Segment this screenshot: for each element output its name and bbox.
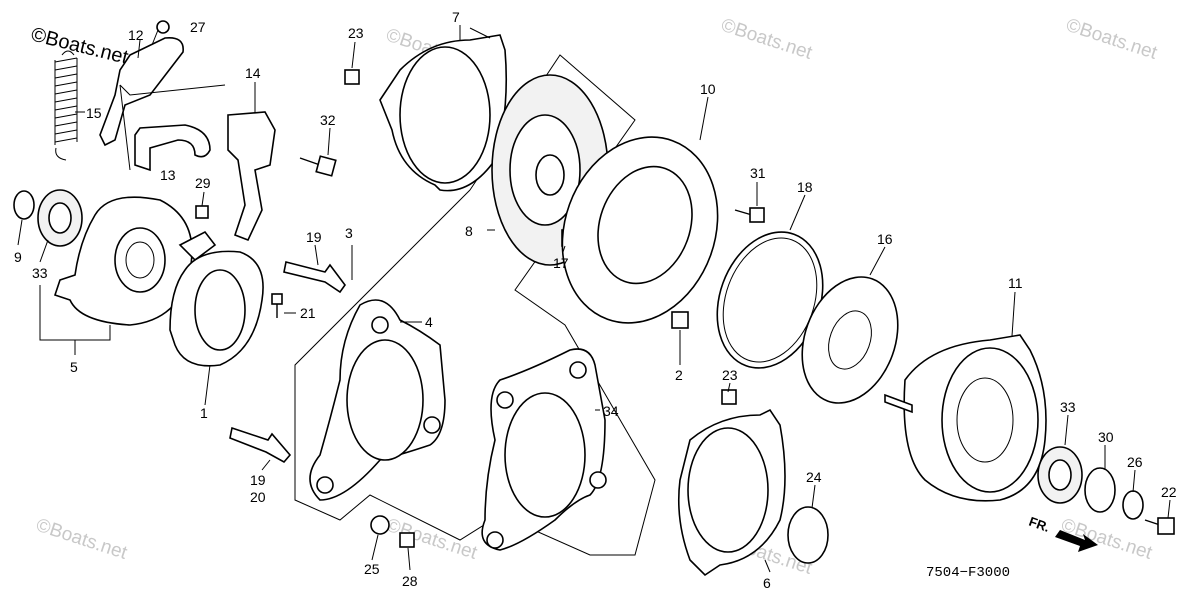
part-27-nut xyxy=(156,20,170,34)
callout-16: 16 xyxy=(877,231,893,247)
part-30-circlip xyxy=(1084,467,1116,513)
callout-22: 22 xyxy=(1161,484,1177,500)
part-23-nut-top xyxy=(344,69,360,85)
callout-3: 3 xyxy=(345,225,353,241)
part-25-washer xyxy=(370,515,390,535)
watermark-faint-3: ©Boats.net xyxy=(1063,15,1160,64)
callout-17: 17 xyxy=(553,255,569,271)
part-11-drum xyxy=(884,334,1047,502)
callout-32: 32 xyxy=(320,112,336,128)
callout-15: 15 xyxy=(86,105,102,121)
callout-5: 5 xyxy=(70,359,78,375)
callout-14: 14 xyxy=(245,65,261,81)
callout-18: 18 xyxy=(797,179,813,195)
part-7-plate xyxy=(379,34,508,192)
part-13-clamp xyxy=(134,124,211,172)
callout-31: 31 xyxy=(750,165,766,181)
part-16-spring-plate xyxy=(801,276,899,404)
part-33-bearing-right xyxy=(1037,446,1083,504)
callout-numbers: 23 7 12 27 14 15 32 13 29 10 31 18 16 11… xyxy=(14,9,1177,591)
callout-13: 13 xyxy=(160,167,176,183)
callout-6: 6 xyxy=(763,575,771,591)
callout-23-lower: 23 xyxy=(722,367,738,383)
callout-23-top: 23 xyxy=(348,25,364,41)
part-2-collar xyxy=(671,311,689,329)
figure-code: 7504−F3000 xyxy=(926,565,1010,581)
part-19-stud-lower xyxy=(229,426,292,464)
callout-19-lower: 19 xyxy=(250,472,266,488)
callout-9: 9 xyxy=(14,249,22,265)
callout-25: 25 xyxy=(364,561,380,577)
part-4-carrier xyxy=(309,299,446,501)
front-direction-marker: FR. xyxy=(1027,514,1098,552)
part-23-nut-lower xyxy=(721,389,737,405)
callout-12: 12 xyxy=(128,27,144,43)
callout-26: 26 xyxy=(1127,454,1143,470)
callout-8: 8 xyxy=(465,223,473,239)
part-1-cover xyxy=(169,250,264,367)
callout-19-upper: 19 xyxy=(306,229,322,245)
callout-21: 21 xyxy=(300,305,316,321)
callout-28: 28 xyxy=(402,573,418,589)
callout-1: 1 xyxy=(200,405,208,421)
part-22-bolt xyxy=(1144,517,1175,535)
front-label: FR. xyxy=(1027,514,1052,535)
part-26-washer xyxy=(1122,490,1144,520)
part-31-bolt xyxy=(734,207,765,223)
part-9-oring xyxy=(13,190,35,220)
part-29-nut xyxy=(195,205,209,219)
callout-30: 30 xyxy=(1098,429,1114,445)
callout-27: 27 xyxy=(190,19,206,35)
part-21-bolt xyxy=(271,293,283,318)
part-32-bolt xyxy=(299,155,337,177)
part-12-bracket xyxy=(99,36,184,147)
watermark-faint-5: ©Boats.net xyxy=(383,515,480,564)
part-14-bracket xyxy=(227,111,276,242)
callout-4: 4 xyxy=(425,314,433,330)
front-arrow-icon xyxy=(1055,530,1098,552)
leader-lines xyxy=(17,25,1171,573)
callout-24: 24 xyxy=(806,469,822,485)
part-6-plate xyxy=(678,408,786,577)
callout-7: 7 xyxy=(452,9,460,25)
callout-33-right: 33 xyxy=(1060,399,1076,415)
part-34-carrier xyxy=(481,348,607,551)
callout-10: 10 xyxy=(700,81,716,97)
part-24-oring xyxy=(787,506,829,564)
watermark-main: ©Boats.net xyxy=(29,24,131,69)
callout-34: 34 xyxy=(603,403,619,419)
part-5-housing xyxy=(53,196,217,326)
callout-20: 20 xyxy=(250,489,266,505)
part-10-disc-plate xyxy=(561,136,719,324)
watermark-faint-2: ©Boats.net xyxy=(718,15,815,64)
callout-33-left: 33 xyxy=(32,265,48,281)
part-19-stud-upper xyxy=(283,261,346,294)
part-15-spring xyxy=(54,50,78,161)
part-28-nut xyxy=(399,532,415,548)
watermark-faint-4: ©Boats.net xyxy=(33,515,130,564)
callout-2: 2 xyxy=(675,367,683,383)
callout-11: 11 xyxy=(1008,275,1023,291)
callout-29: 29 xyxy=(195,175,211,191)
part-33-bearing-left xyxy=(37,189,83,247)
